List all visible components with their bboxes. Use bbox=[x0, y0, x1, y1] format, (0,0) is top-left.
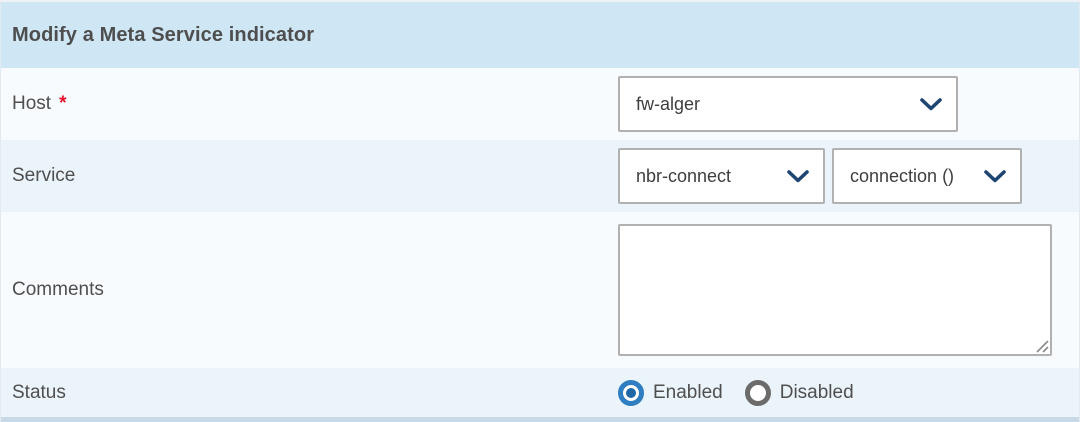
service-label: Service bbox=[12, 165, 76, 186]
bottom-divider bbox=[1, 417, 1079, 422]
chevron-down-icon bbox=[984, 169, 1006, 182]
required-asterisk: * bbox=[59, 93, 67, 114]
service-label-cell: Service bbox=[1, 165, 618, 187]
host-label-cell: Host * bbox=[1, 93, 618, 115]
comments-textarea-frame bbox=[618, 224, 1052, 356]
status-radio-enabled[interactable]: Enabled bbox=[618, 379, 723, 406]
service-select[interactable]: nbr-connect bbox=[618, 148, 825, 204]
chevron-down-icon bbox=[787, 169, 809, 182]
metric-select[interactable]: connection () bbox=[832, 148, 1022, 204]
host-select-value: fw-alger bbox=[636, 93, 701, 114]
service-row: Service nbr-connect connection () bbox=[1, 140, 1079, 212]
service-field-cell: nbr-connect connection () bbox=[618, 148, 1079, 204]
status-label: Status bbox=[12, 381, 66, 403]
comments-textarea[interactable] bbox=[620, 226, 1050, 354]
page-title: Modify a Meta Service indicator bbox=[12, 23, 315, 46]
status-radio-disabled[interactable]: Disabled bbox=[744, 379, 854, 406]
metric-select-value: connection () bbox=[850, 165, 955, 186]
host-row: Host * fw-alger bbox=[1, 68, 1079, 140]
form-header: Modify a Meta Service indicator bbox=[1, 2, 1079, 68]
status-radio-group: Enabled Disabled bbox=[618, 379, 854, 406]
chevron-down-icon bbox=[920, 97, 942, 110]
radio-selected-icon[interactable] bbox=[618, 379, 644, 406]
status-enabled-label: Enabled bbox=[653, 381, 723, 403]
comments-row: Comments bbox=[1, 212, 1079, 368]
comments-label: Comments bbox=[12, 279, 104, 300]
status-disabled-label: Disabled bbox=[779, 381, 854, 403]
host-field-cell: fw-alger bbox=[618, 76, 1079, 132]
comments-field-cell bbox=[618, 224, 1079, 356]
status-row: Status Enabled Disabled bbox=[1, 368, 1079, 417]
status-label-cell: Status bbox=[1, 382, 618, 404]
status-field-cell: Enabled Disabled bbox=[618, 379, 1079, 406]
host-label: Host bbox=[12, 93, 52, 114]
comments-label-cell: Comments bbox=[1, 279, 618, 301]
radio-unselected-icon[interactable] bbox=[744, 379, 771, 406]
service-select-value: nbr-connect bbox=[636, 165, 732, 186]
host-select[interactable]: fw-alger bbox=[618, 76, 958, 132]
